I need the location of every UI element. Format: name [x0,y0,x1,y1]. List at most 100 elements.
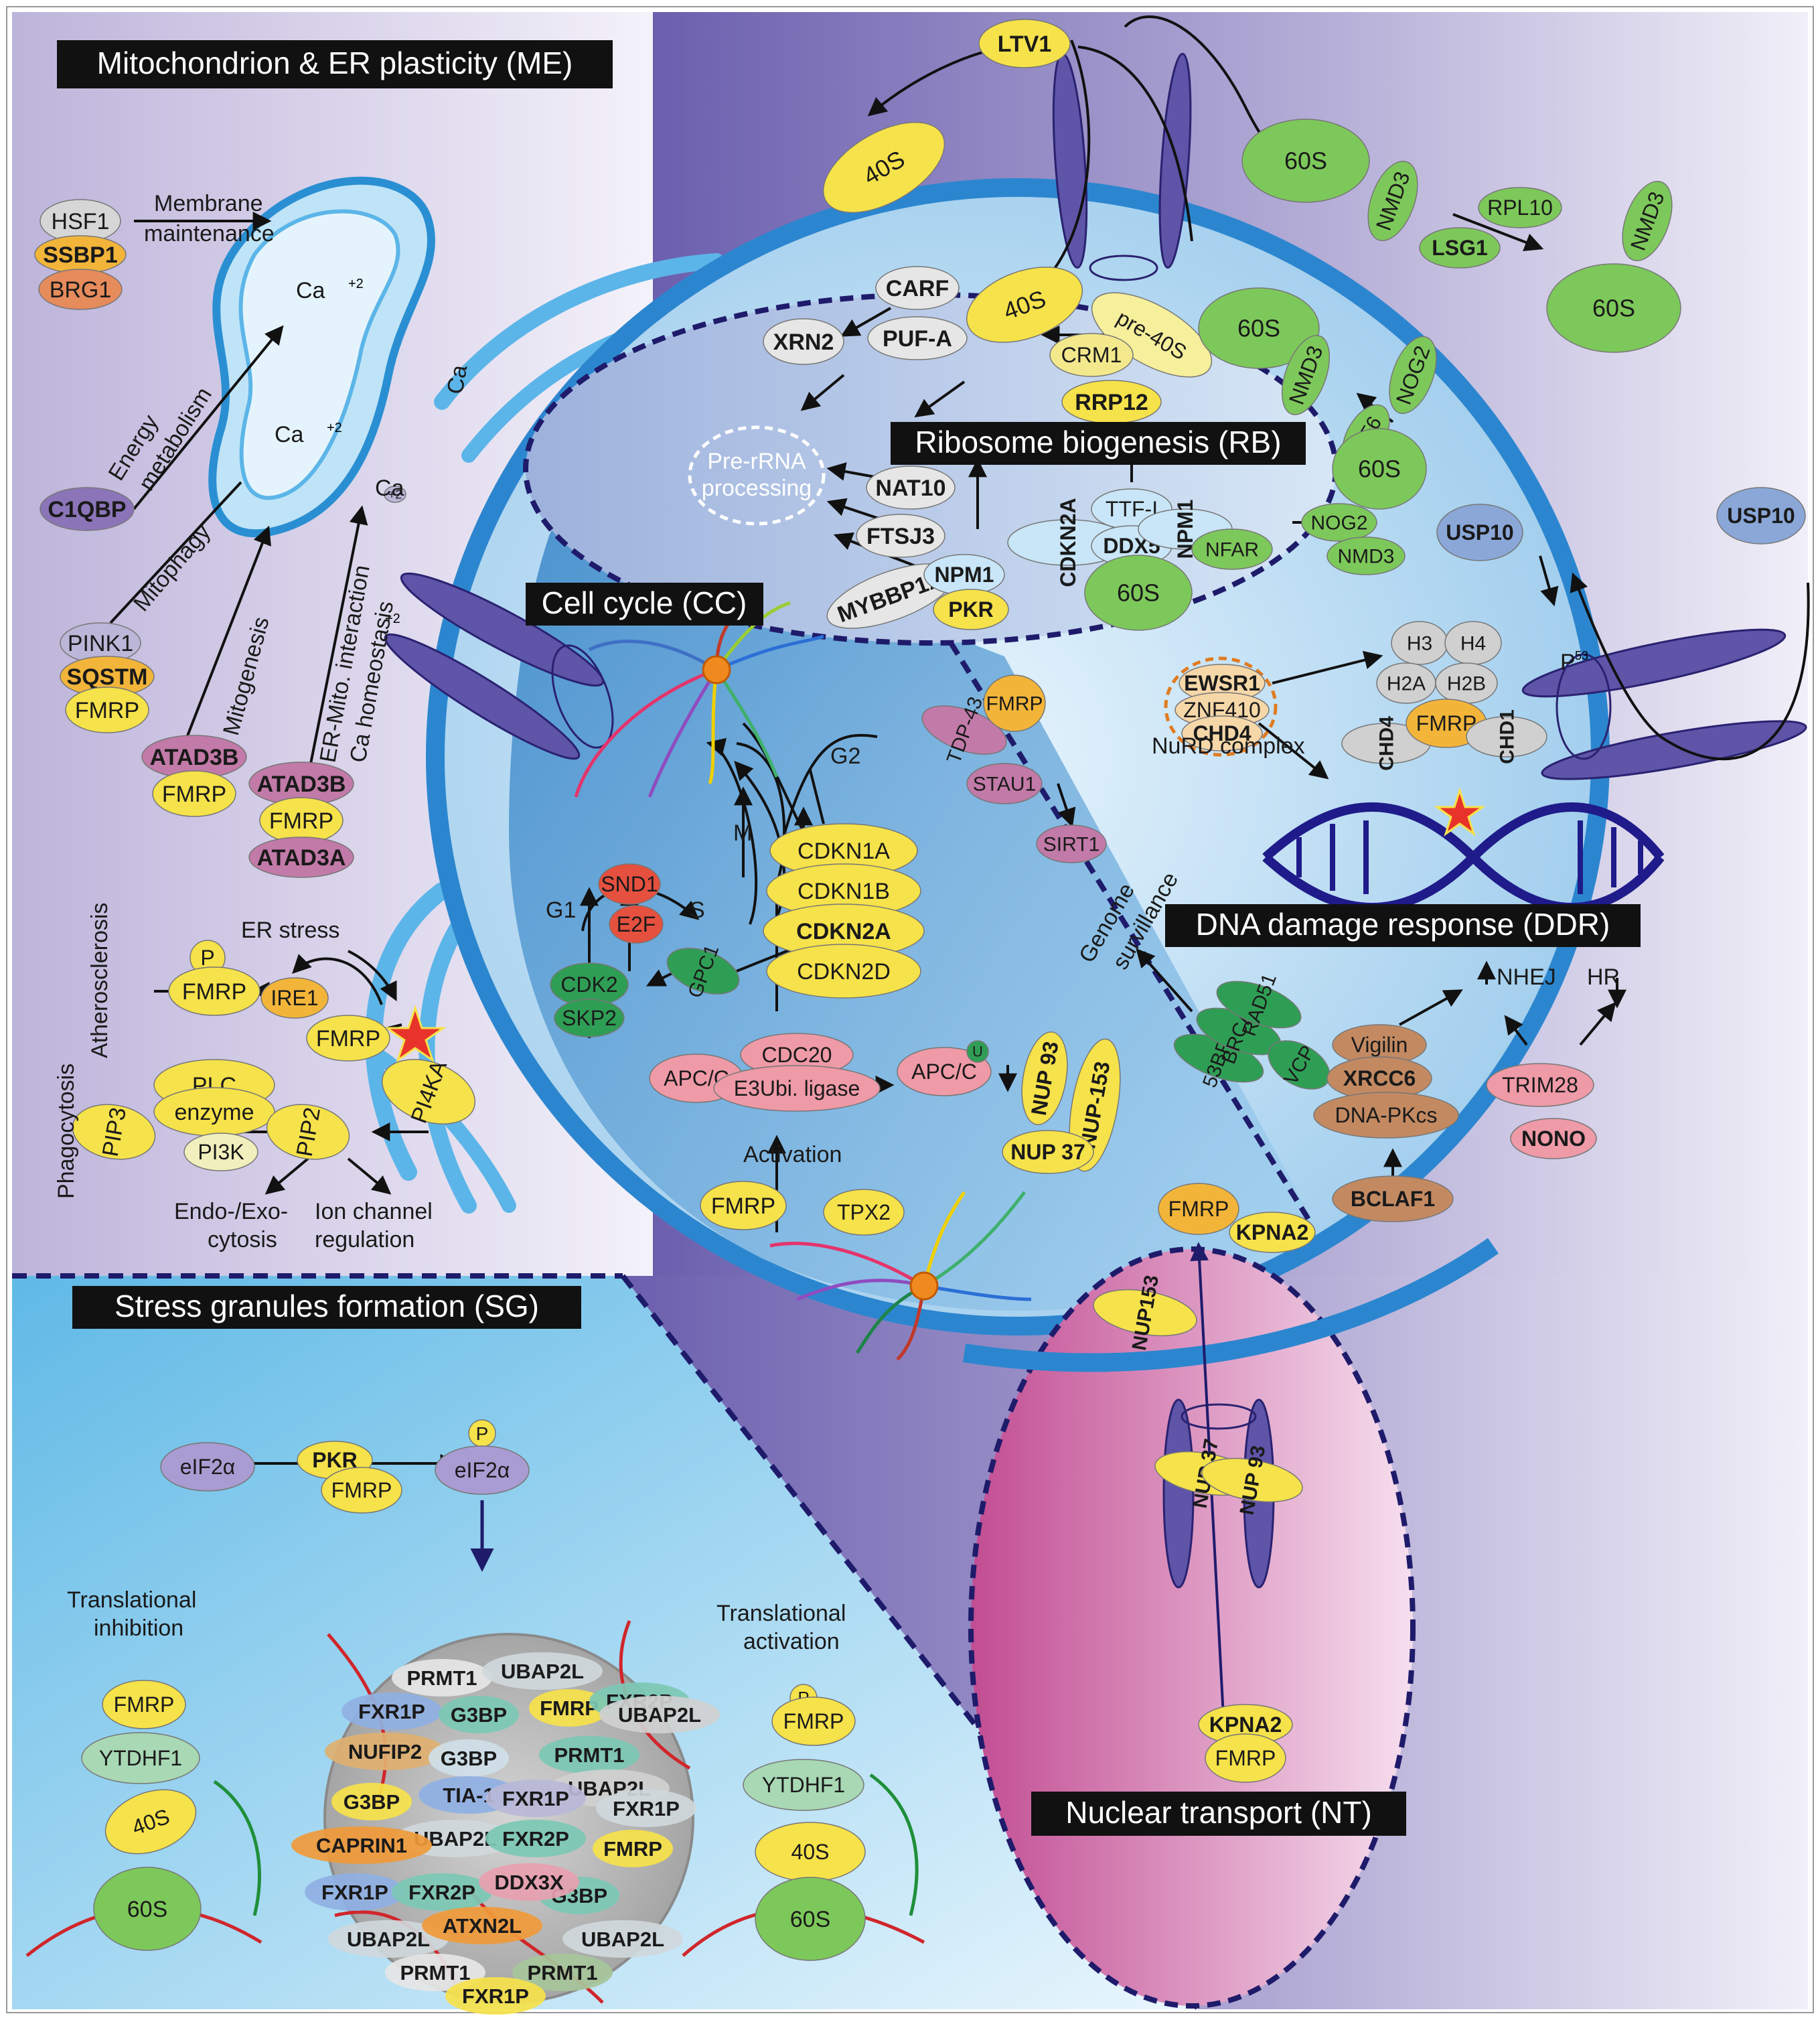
molecule-label-ddr-bclaf1: BCLAF1 [1351,1187,1435,1211]
molecule-cc-cdc20: CDC20 [740,1033,854,1077]
granule-protein: ATXN2L [422,1907,542,1944]
granule-protein: FXR1P [445,1977,546,2015]
granule-protein: UBAP2L [482,1652,603,1690]
molecule-label-sg-fmrp1: FMRP [331,1478,392,1502]
molecule-rb-nog2b: NOG2 [1301,503,1377,542]
molecule-rb-pufa: PUF-A [867,316,968,360]
title-cc: Cell cycle (CC) [526,583,763,626]
molecule-label-sg-fmrp-r: FMRP [783,1709,844,1733]
molecule-label-me-atad3b2: ATAD3B [257,772,346,797]
molecule-label-cc-cdkn1b: CDKN1B [798,879,890,904]
molecule-ddr-vcp: VCP [1268,1040,1331,1090]
molecule-ddr-h4: H4 [1444,621,1502,665]
granule-protein-label: UBAP2L [501,1660,584,1683]
title-me: Mitochondrion & ER plasticity (ME) [57,40,613,88]
ca-label-2: Ca [275,422,304,447]
molecule-cc-cdk2: CDK2 [550,962,629,1007]
molecule-label-rb-s60c: 60S [1237,315,1280,342]
centrosome-bottom [909,1271,939,1301]
granule-protein: G3BP [429,1739,509,1777]
molecule-cc-skp2: SKP2 [554,999,625,1037]
granule-protein: UBAP2L [599,1696,720,1733]
molecule-label-me-sqstm: SQSTM [67,664,148,690]
nhej-label: NHEJ [1497,964,1556,990]
prerna-label-2: processing [702,476,812,501]
molecule-label-rb-nog2b: NOG2 [1310,512,1367,534]
molecule-label-me-fmrp2: FMRP [162,782,226,807]
damage-star [1434,787,1486,837]
molecule-cc-nup37: NUP 37 [1002,1130,1094,1174]
molecule-label-me-fmrp4: FMRP [316,1026,380,1052]
granule-protein-label: UBAP2L [347,1928,430,1951]
molecule-label-sg-s60-l: 60S [127,1897,168,1922]
molecule-label-me-fmrp-p: FMRP [182,979,246,1005]
molecule-label-nt-kpna2a: KPNA2 [1236,1220,1308,1244]
molecule-label-ddr-vigilin: Vigilin [1351,1033,1408,1057]
molecule-ddr-rad51: RAD51 [1216,970,1302,1039]
granule-protein-label: FXR2P [408,1881,475,1904]
granule-protein-label: PRMT1 [554,1743,624,1767]
granule-protein-label: FXR1P [502,1787,569,1810]
granule-protein-label: PRMT1 [400,1961,470,1984]
molecule-sg-s60-r: 60S [755,1877,866,1961]
molecule-cc-u: U [966,1040,989,1063]
granule-protein-label: FXR1P [613,1797,680,1820]
molecule-me-atad3b2: ATAD3B [248,762,354,806]
molecule-me-fmrp2: FMRP [152,770,236,817]
molecule-ddr-sirt1: SIRT1 [1036,824,1107,863]
g1-label: G1 [546,897,576,923]
p53-superscript: 53 [1575,649,1588,662]
granule-protein-label: DDX3X [494,1871,564,1894]
molecule-ddr-h3: H3 [1391,621,1448,665]
molecule-label-sg-eif2a2: eIF2α [455,1458,510,1482]
nuclear-pores [384,52,1807,1589]
molecule-ddr-h2a: H2A [1376,662,1436,704]
s-label: S [690,897,705,923]
molecule-label-ddr-chd4b: CHD4 [1376,716,1398,771]
molecule-ddr-chd4: CHD4 [1181,715,1263,751]
granule-protein: DDX3X [479,1863,579,1901]
phagocytosis-label: Phagocytosis [54,1064,79,1199]
molecule-rb-nmd3b: NMD3 [1622,180,1673,262]
molecule-label-rb-rpl10: RPL10 [1487,196,1553,220]
molecule-me-ssbp1: SSBP1 [34,235,127,274]
title-me-text: Mitochondrion & ER plasticity (ME) [97,46,573,80]
molecule-me-fmrp1: FMRP [65,686,149,733]
granule-protein: PRMT1 [512,1954,613,1991]
molecule-label-sg-eif2a1: eIF2α [180,1455,236,1479]
er-stress-star [384,1005,447,1063]
molecule-sg-ytdhf1-r: YTDHF1 [743,1759,864,1811]
molecule-label-rb-rrp12: RRP12 [1075,390,1148,415]
molecule-label-me-fmrp3: FMRP [269,808,333,834]
molecule-me-brg1: BRG1 [38,269,123,310]
molecule-sg-fmrp-r: FMRP [771,1696,856,1746]
endo-label-2: cytosis [208,1227,277,1252]
molecule-cc-snd1: SND1 [598,863,661,905]
molecule-sg-fmrp-l: FMRP [102,1680,186,1729]
title-rb-text: Ribosome biogenesis (RB) [915,425,1281,459]
title-sg: Stress granules formation (SG) [72,1286,581,1329]
granule-protein: PRMT1 [539,1736,639,1774]
granule-protein-label: UBAP2L [618,1703,701,1727]
molecule-ddr-p53bp1: 53BP1 [1173,1026,1264,1090]
molecule-cc-gpc1: GPC1 [666,942,740,1001]
granule-protein: G3BP [439,1696,519,1733]
granule-protein-label: FXR1P [462,1984,529,2008]
granule-protein-label: CAPRIN1 [316,1834,407,1857]
molecule-ddr-vigilin: Vigilin [1332,1024,1427,1066]
granule-protein: FMRP [593,1830,673,1867]
endo-label-1: Endo-/Exo- [174,1199,288,1224]
molecule-label-me-plc-l2: enzyme [174,1100,254,1125]
molecule-cc-cdkn1b: CDKN1B [766,863,921,918]
molecule-label-me-atad3a: ATAD3A [257,845,346,871]
title-ddr-text: DNA damage response (DDR) [1196,907,1610,942]
molecule-ddr-bclaf1: BCLAF1 [1332,1175,1454,1222]
molecule-label-sg-fmrp-l: FMRP [114,1692,175,1717]
molecule-label-cc-u: U [972,1043,983,1060]
molecule-label-me-c1qbp: C1QBP [48,497,126,522]
ca-label-3: Ca [375,476,404,501]
molecule-rb-rrp12: RRP12 [1061,380,1162,424]
molecule-label-ddr-nono: NONO [1521,1127,1586,1151]
translational-activation-1: Translational [716,1601,846,1626]
